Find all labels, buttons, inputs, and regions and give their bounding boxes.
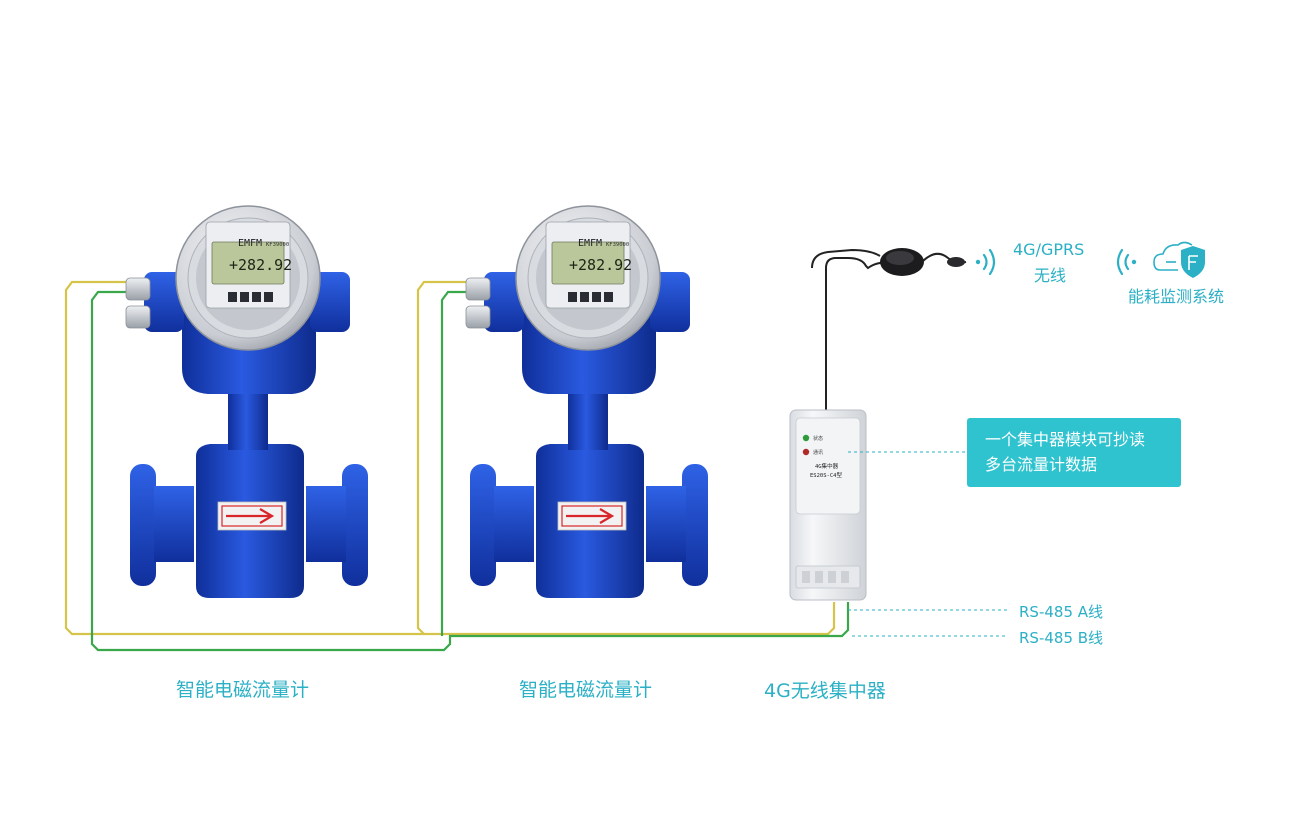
flow-meter-2: EMFM KF39000 +282.92	[466, 206, 708, 598]
meter-1-reading: +282.92	[229, 256, 292, 274]
concentrator-device: 状态 通讯 4G集中器 ES20S-C4型	[789, 409, 867, 601]
leader-lines	[848, 451, 1008, 637]
meter-2-model: KF39000	[606, 242, 629, 248]
callout-box: 一个集中器模块可抄读 多台流量计数据	[967, 418, 1181, 487]
flow-meter-1: EMFM KF39000 +282.92	[126, 206, 368, 598]
system-label: 能耗监测系统	[1128, 287, 1225, 306]
wireless-label-line2: 无线	[1034, 266, 1067, 285]
wifi-signal-icon-2	[1116, 248, 1137, 276]
meter-1-label: 智能电磁流量计	[176, 679, 310, 701]
concentrator-led-comm: 通讯	[813, 449, 823, 456]
rs485-wiring	[64, 280, 850, 652]
meter-1-brand: EMFM	[238, 238, 262, 249]
meter-2-reading: +282.92	[569, 256, 632, 274]
concentrator-device-name: 4G集中器	[815, 462, 839, 470]
concentrator-device-model: ES20S-C4型	[810, 471, 842, 479]
callout-line1: 一个集中器模块可抄读	[985, 430, 1146, 449]
wireless-label-line1: 4G/GPRS	[1013, 240, 1085, 259]
concentrator-led-status: 状态	[813, 435, 823, 442]
callout-line2: 多台流量计数据	[985, 455, 1098, 474]
meter-2-brand: EMFM	[578, 238, 602, 249]
antenna-icon	[811, 248, 967, 410]
cloud-shield-icon	[1153, 241, 1205, 278]
meter-1-model: KF39000	[266, 242, 289, 248]
rs485-a-label: RS-485 A线	[1019, 603, 1104, 621]
concentrator-label: 4G无线集中器	[764, 680, 886, 702]
wifi-signal-icon	[975, 248, 996, 276]
meter-2-label: 智能电磁流量计	[519, 679, 653, 701]
rs485-b-label: RS-485 B线	[1019, 629, 1104, 647]
